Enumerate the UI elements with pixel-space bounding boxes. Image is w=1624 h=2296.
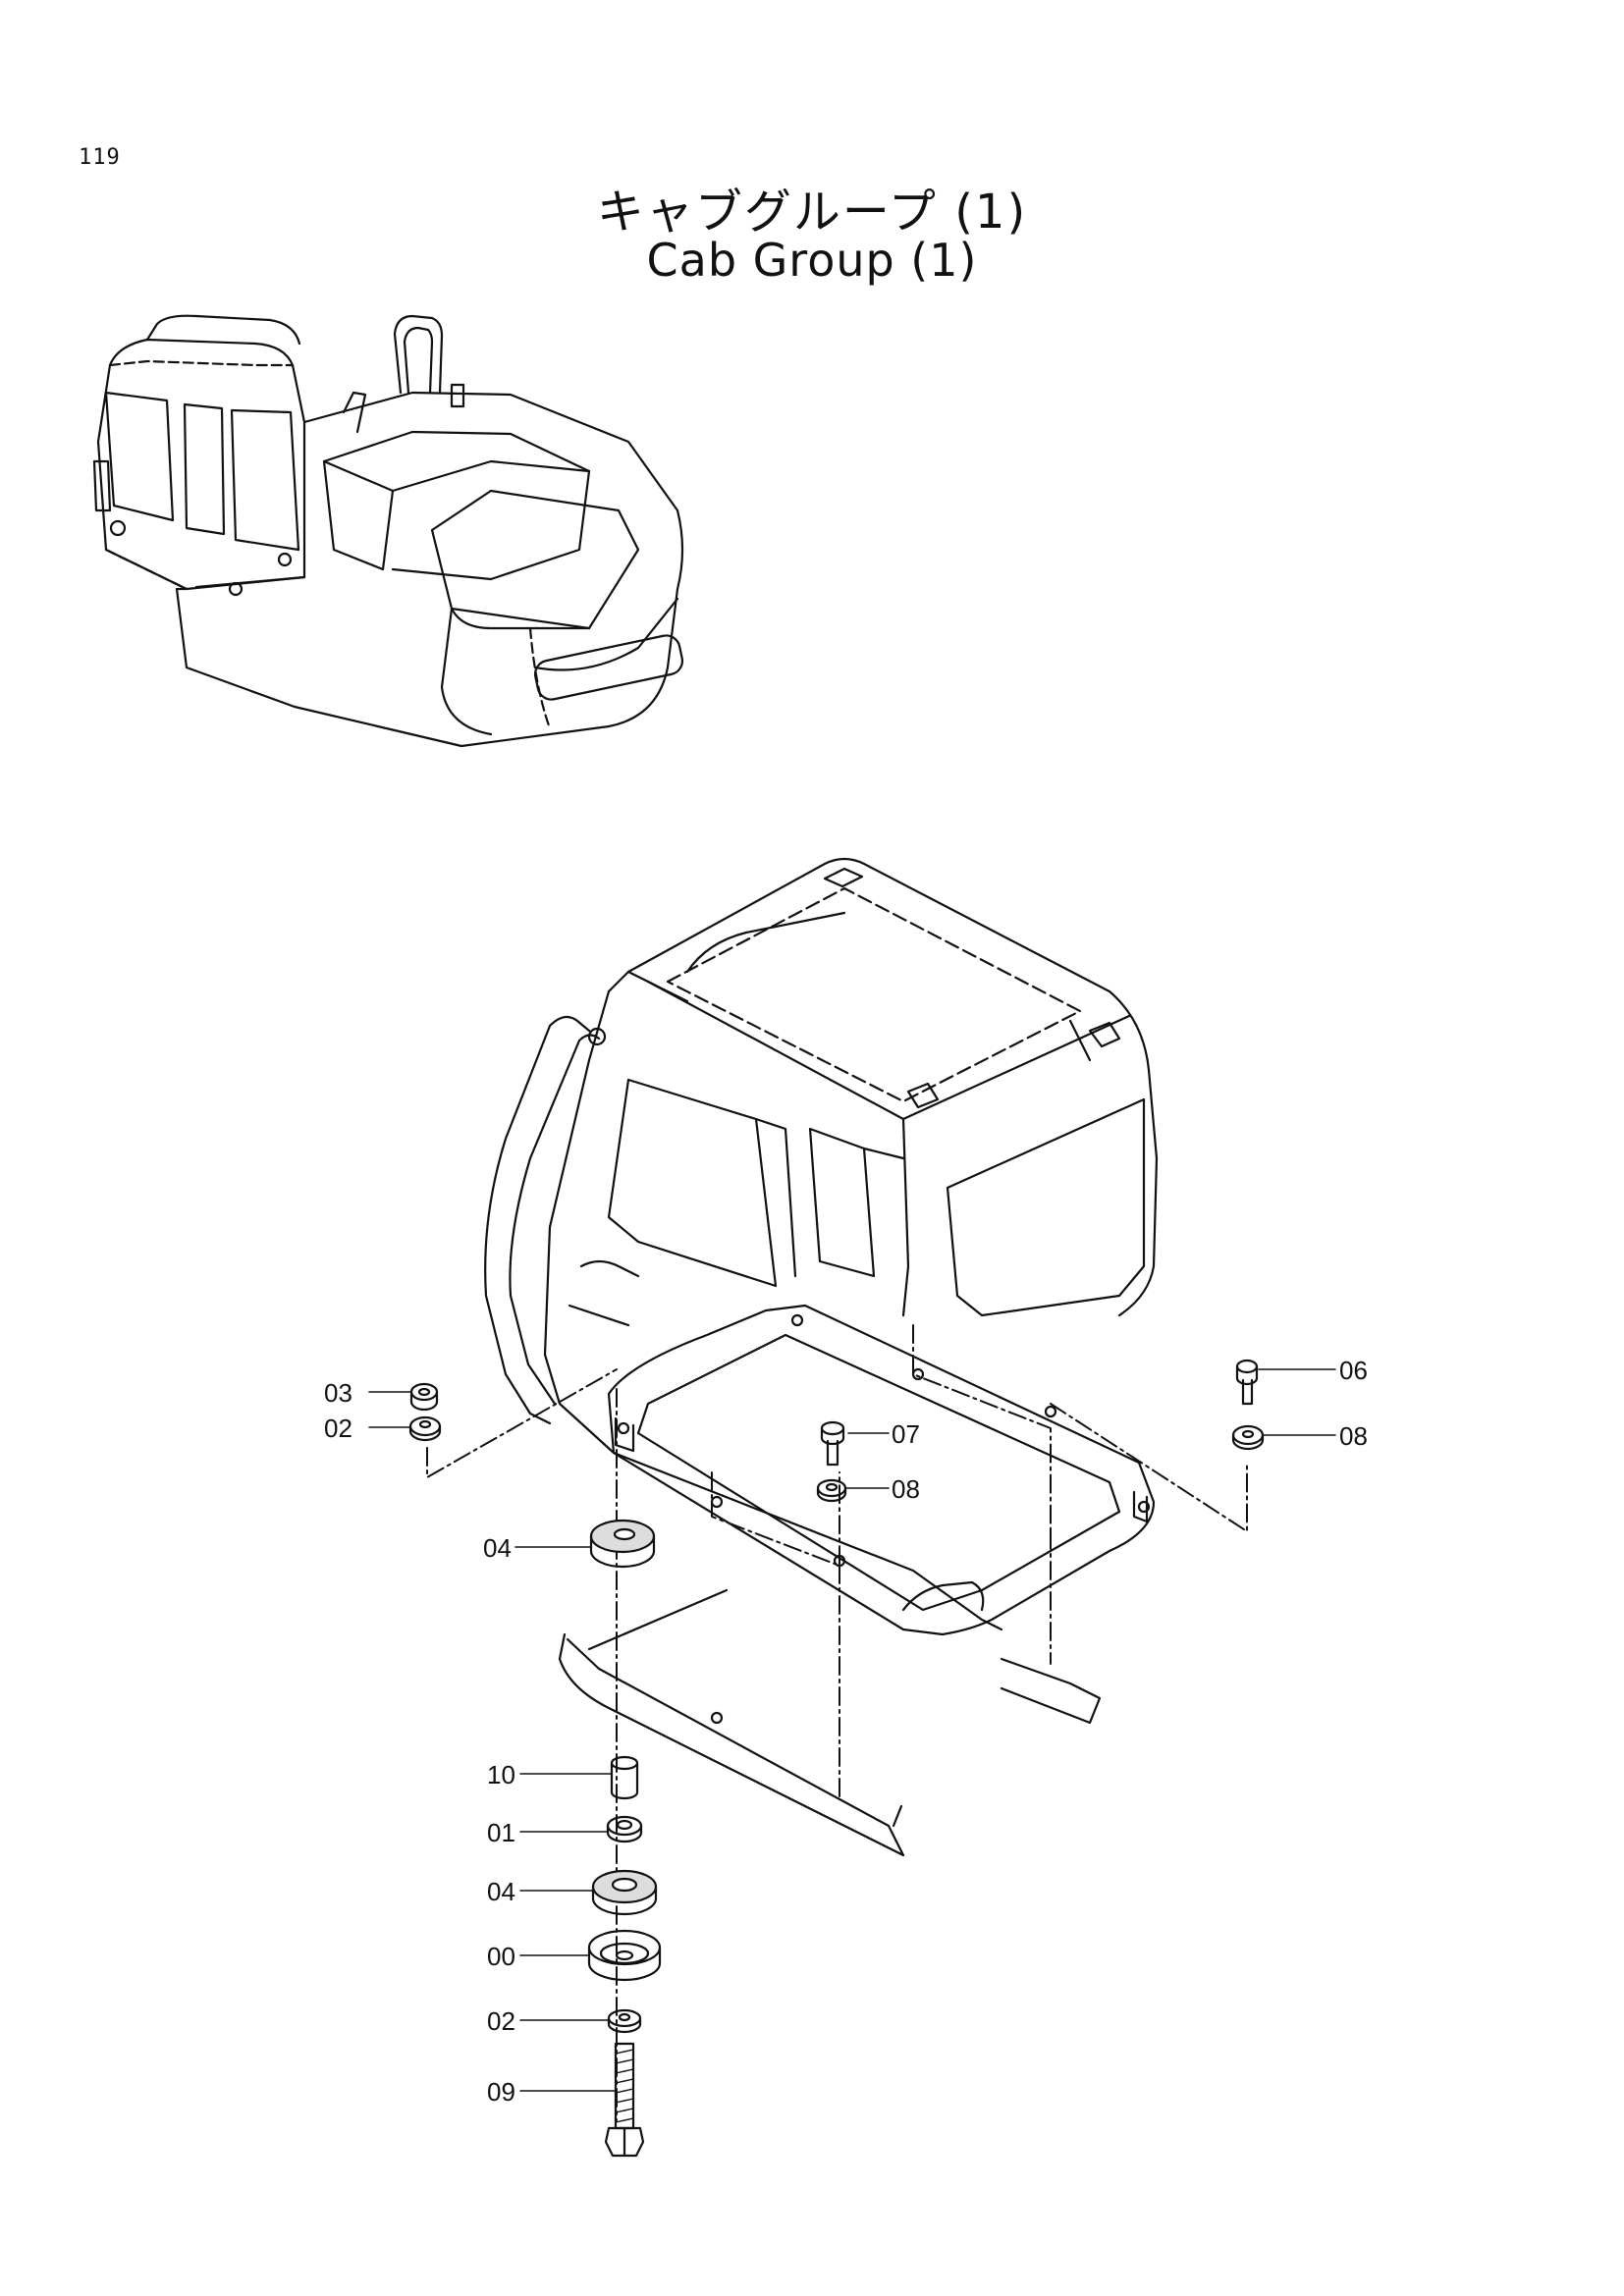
callout-labels: 03 02 04 07 08 06 08 10 01 04 00 02 09	[324, 1356, 1368, 2107]
callout-09: 09	[487, 2077, 515, 2107]
excavator-overview-drawing	[92, 314, 684, 748]
callout-04-bottom: 04	[487, 1877, 515, 1906]
page-number: 119	[79, 145, 121, 170]
callout-04-top: 04	[483, 1533, 512, 1563]
callout-08-right: 08	[1339, 1421, 1368, 1451]
callout-02-bottom: 02	[487, 2006, 515, 2036]
cab-main-drawing	[484, 857, 1159, 1857]
page-title-japanese: キャブグループ (1)	[596, 185, 1028, 240]
callout-08-middle: 08	[892, 1474, 920, 1504]
page-title-english: Cab Group (1)	[646, 234, 978, 287]
callout-10: 10	[487, 1760, 515, 1789]
exploded-hardware	[368, 1324, 1336, 2158]
callout-03: 03	[324, 1378, 352, 1408]
callout-06: 06	[1339, 1356, 1368, 1385]
callout-01: 01	[487, 1818, 515, 1847]
callout-07: 07	[892, 1419, 920, 1449]
callout-02-top: 02	[324, 1414, 352, 1443]
callout-00: 00	[487, 1942, 515, 1971]
